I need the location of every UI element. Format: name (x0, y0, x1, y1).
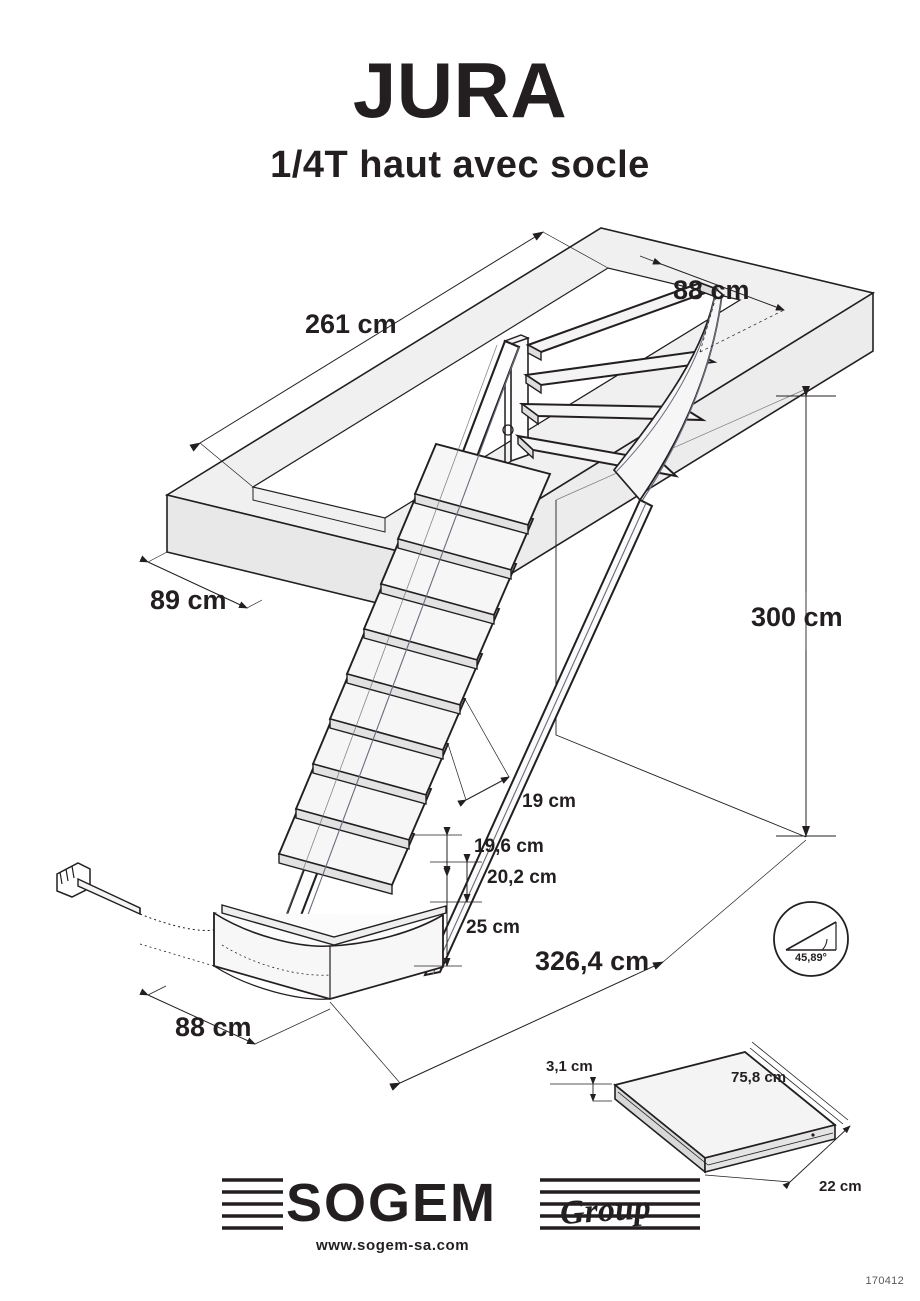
dimension-lines (139, 231, 836, 1091)
dimension-label-step-length: 75,8 cm (731, 1069, 787, 1086)
page-subtitle: 1/4T haut avec socle (270, 144, 650, 186)
dimension-label-step-thickness: 3,1 cm (546, 1058, 593, 1075)
dimension-label-riser-lower: 20,2 cm (487, 867, 557, 888)
dimension-label-tread-going: 19 cm (522, 791, 576, 812)
brand-website: www.sogem-sa.com (316, 1237, 470, 1254)
brand-logo-sogem: SOGEM (286, 1173, 498, 1233)
stair-flight (277, 339, 654, 977)
angle-value: 45,89° (795, 952, 827, 964)
step-detail (613, 1051, 837, 1174)
drawing-reference-number: 170412 (865, 1275, 904, 1287)
dimension-label-base-height: 25 cm (466, 917, 520, 938)
dimension-label-step-depth: 22 cm (819, 1178, 862, 1195)
dimension-label-slab-edge: 89 cm (150, 585, 227, 615)
page-title: JURA (352, 46, 568, 134)
brand-logo-group: Group (558, 1188, 652, 1233)
dimension-label-floor-height: 300 cm (751, 602, 843, 632)
dimension-label-total-run: 326,4 cm (535, 946, 650, 976)
logo-bars (222, 1178, 700, 1230)
tread-group (277, 442, 552, 895)
newel-post-detail (56, 862, 215, 931)
socle-base (139, 904, 447, 1000)
step-detail-dimensions (550, 1041, 851, 1190)
dimension-label-stairwell-width-top: 88 cm (673, 275, 750, 305)
dimension-label-base-width: 88 cm (175, 1012, 252, 1042)
dimension-label-riser-upper: 19,6 cm (474, 836, 544, 857)
dimension-label-stairwell-length: 261 cm (305, 309, 397, 339)
angle-badge (773, 901, 849, 977)
